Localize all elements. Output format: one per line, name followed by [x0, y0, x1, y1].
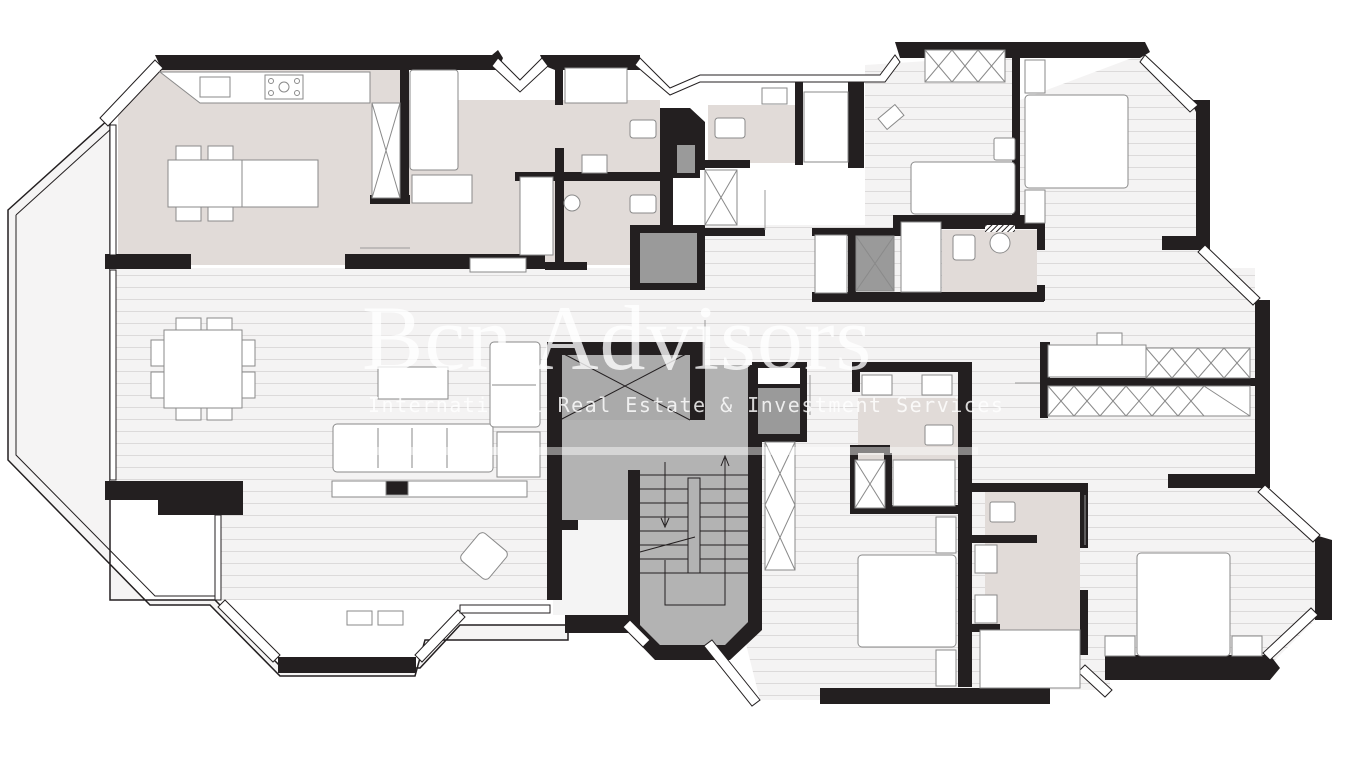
stair-core — [553, 345, 750, 645]
kitchen-sink-icon — [199, 76, 231, 98]
furniture — [150, 49, 1263, 689]
up-arrow-icon — [664, 458, 726, 606]
dining-table — [163, 329, 243, 409]
sink-icon — [563, 194, 581, 212]
double-bed-ne — [1024, 94, 1129, 189]
armchair — [460, 532, 508, 580]
sofa — [332, 423, 494, 473]
tv-console — [331, 480, 528, 498]
double-bed-s — [857, 554, 957, 648]
desk — [910, 161, 1016, 215]
coffee-table — [377, 366, 449, 400]
windows — [99, 54, 1321, 707]
double-bed-se — [1136, 552, 1231, 657]
kitchen-island — [167, 159, 319, 208]
doors — [360, 190, 1086, 545]
walls — [105, 42, 1332, 704]
fridge — [409, 69, 459, 171]
